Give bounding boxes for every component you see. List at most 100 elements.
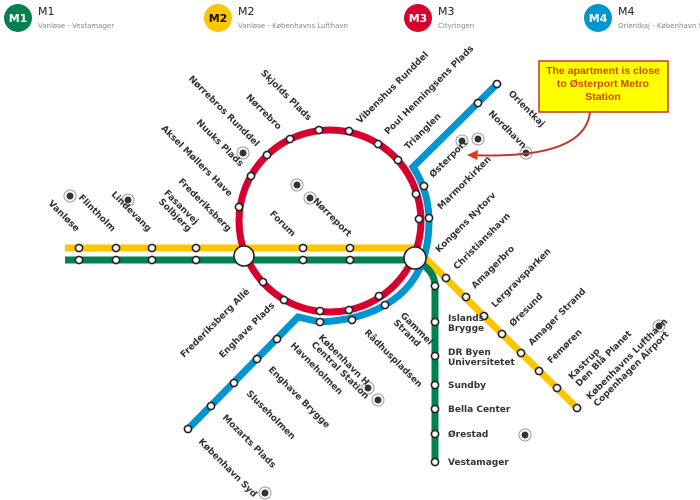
m2-line [65, 244, 580, 411]
station-dot [441, 273, 451, 283]
station-dot [191, 243, 201, 253]
line-name: M1 [38, 5, 55, 18]
station-dot [191, 255, 201, 265]
station-label-femoren: Femøren [546, 328, 584, 366]
station-dot [534, 366, 544, 376]
station-dot [430, 317, 440, 327]
line-badge [584, 4, 612, 32]
transfer-icon [121, 193, 135, 207]
transfer-icon [258, 486, 272, 500]
station-dot [298, 243, 308, 253]
station-dot [380, 300, 390, 310]
station-label-vibenshus: Vibenshus Runddel [355, 50, 431, 126]
station-dot [516, 348, 526, 358]
transfer-icon [371, 393, 385, 407]
station-dot [74, 243, 84, 253]
station-dot [473, 98, 483, 108]
line-badge-text: M2 [209, 12, 228, 25]
station-dot [419, 181, 429, 191]
line-badge [204, 4, 232, 32]
station-label-norreport: Nørreport [310, 197, 353, 240]
station-dot [344, 305, 354, 315]
line-badge-text: M1 [9, 12, 28, 25]
interchange-frederiksberg [233, 245, 255, 267]
line-route: Vanløse - Vestamager [38, 22, 114, 30]
transfer-icon-core [655, 322, 663, 330]
callout-text: The apartment is close [546, 65, 660, 77]
station-label-oresund: Øresund [507, 291, 545, 329]
station-dot [497, 329, 507, 339]
line-badge-text: M3 [409, 12, 428, 25]
station-dot [279, 295, 289, 305]
station-dot [314, 125, 324, 135]
line-name: M4 [618, 5, 635, 18]
station-label-nordhavn: Nordhavn [486, 109, 528, 151]
station-dot [479, 311, 489, 321]
callout-arrow [469, 111, 591, 157]
station-dot [430, 351, 440, 361]
station-label-line: Universitetet [448, 358, 515, 368]
station-dot [262, 150, 272, 160]
transfer-icon-core [364, 384, 372, 392]
station-label-norrebro: Nørrebro [244, 93, 283, 132]
transfer-icon [303, 191, 317, 205]
station-dot [430, 457, 440, 467]
m4-line [185, 81, 500, 432]
station-dot [373, 139, 383, 149]
station-label-norrebros: Nørrebros Runddel [186, 74, 261, 149]
transfer-icon-core [306, 194, 314, 202]
transfer-icon-core [474, 135, 482, 143]
transfer-icon [236, 146, 250, 160]
station-dot [147, 255, 157, 265]
callout-text: Station [585, 91, 621, 103]
transfer-icon-core [124, 196, 132, 204]
station-dot [414, 214, 424, 224]
station-dot [229, 378, 239, 388]
station-label-vestamager: Vestamager [448, 458, 509, 468]
transfer-icon-core [66, 192, 74, 200]
transfer-icon [361, 381, 375, 395]
station-dot [344, 126, 354, 136]
station-dot [492, 79, 502, 89]
transfer-icon-core [374, 396, 382, 404]
station-dot [206, 401, 216, 411]
station-label-flintholm: Flintholm [76, 193, 117, 234]
station-dot [183, 424, 193, 434]
line-badge-text: M4 [589, 12, 608, 25]
station-label-gammel: GammelStrand [391, 311, 434, 354]
station-dot [461, 292, 471, 302]
station-dot [272, 334, 282, 344]
station-dot [285, 134, 295, 144]
station-dot [298, 255, 308, 265]
station-dot [246, 171, 256, 181]
line-name: M2 [238, 5, 255, 18]
interchange-kongens-nytorv [403, 246, 427, 270]
station-dot [393, 155, 403, 165]
callout-arrowhead-icon [467, 150, 478, 160]
transfer-icon-core [521, 431, 529, 439]
station-dot [315, 317, 325, 327]
station-label-orestad: Ørestad [448, 429, 488, 440]
station-dot [345, 255, 355, 265]
station-label-line: DR Byen [448, 348, 491, 358]
transfer-icon [518, 428, 532, 442]
transfer-icon [471, 132, 485, 146]
station-dot [345, 243, 355, 253]
station-label-aksel: Aksel Møllers Have [159, 124, 234, 199]
station-label-sundby: Sundby [448, 381, 486, 391]
transfer-icon-core [239, 149, 247, 157]
station-dot [552, 383, 562, 393]
station-dot [234, 202, 244, 212]
station-dot [147, 243, 157, 253]
station-dot [252, 354, 262, 364]
line-route: Orientkaj - København Syd [618, 22, 700, 30]
station-label-sluseholmen: Sluseholmen [244, 389, 297, 442]
station-dot [347, 315, 357, 325]
transfer-icon-core [261, 489, 269, 497]
